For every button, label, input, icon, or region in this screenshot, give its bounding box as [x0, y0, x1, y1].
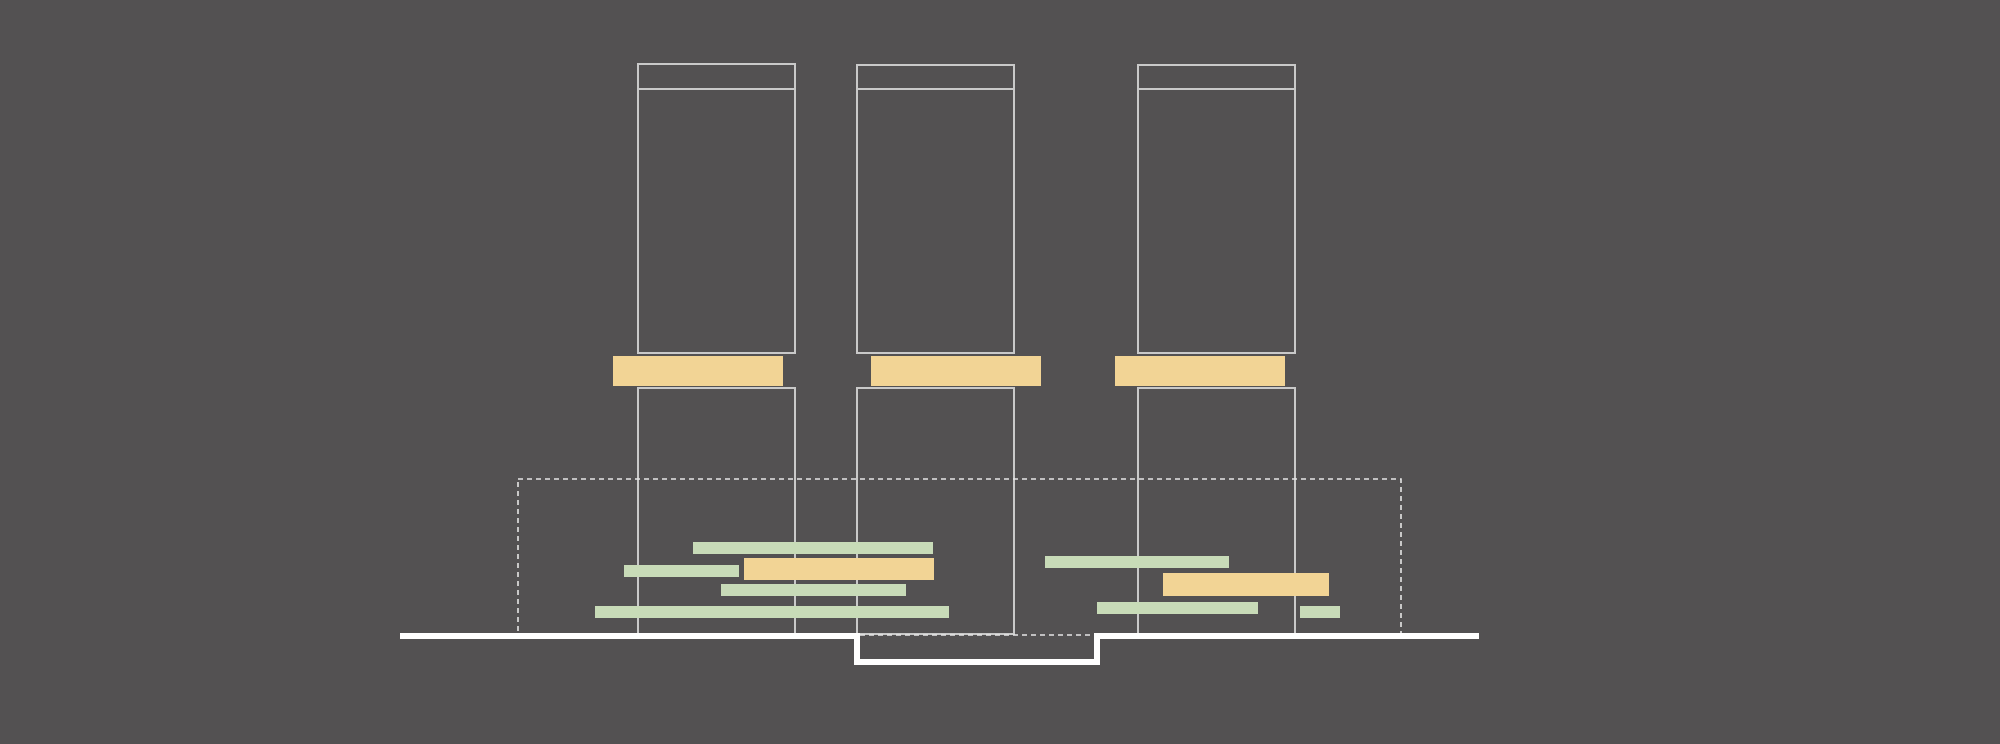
tower-middle — [856, 64, 1015, 635]
green-bar-6 — [1097, 602, 1258, 614]
yellow-bar-lower-left — [744, 558, 934, 580]
yellow-bar-middle — [871, 356, 1041, 386]
dashed-enclosure — [517, 478, 1402, 636]
green-bar-2 — [624, 565, 739, 577]
green-bars — [595, 542, 1340, 618]
green-bar-1 — [693, 542, 933, 554]
tower-right-upper-box — [1137, 64, 1296, 354]
green-bar-3 — [721, 584, 906, 596]
yellow-bars — [613, 356, 1329, 596]
green-bar-4 — [595, 606, 949, 618]
green-bar-5 — [1045, 556, 1229, 568]
ground-line — [400, 633, 1479, 665]
yellow-bar-left — [613, 356, 783, 386]
green-bar-7 — [1300, 606, 1340, 618]
yellow-bar-right — [1115, 356, 1285, 386]
yellow-bar-lower-right — [1163, 573, 1329, 596]
tower-middle-upper-box — [856, 64, 1015, 354]
tower-middle-lower-box — [856, 387, 1015, 635]
tower-left-upper-box — [637, 63, 796, 354]
